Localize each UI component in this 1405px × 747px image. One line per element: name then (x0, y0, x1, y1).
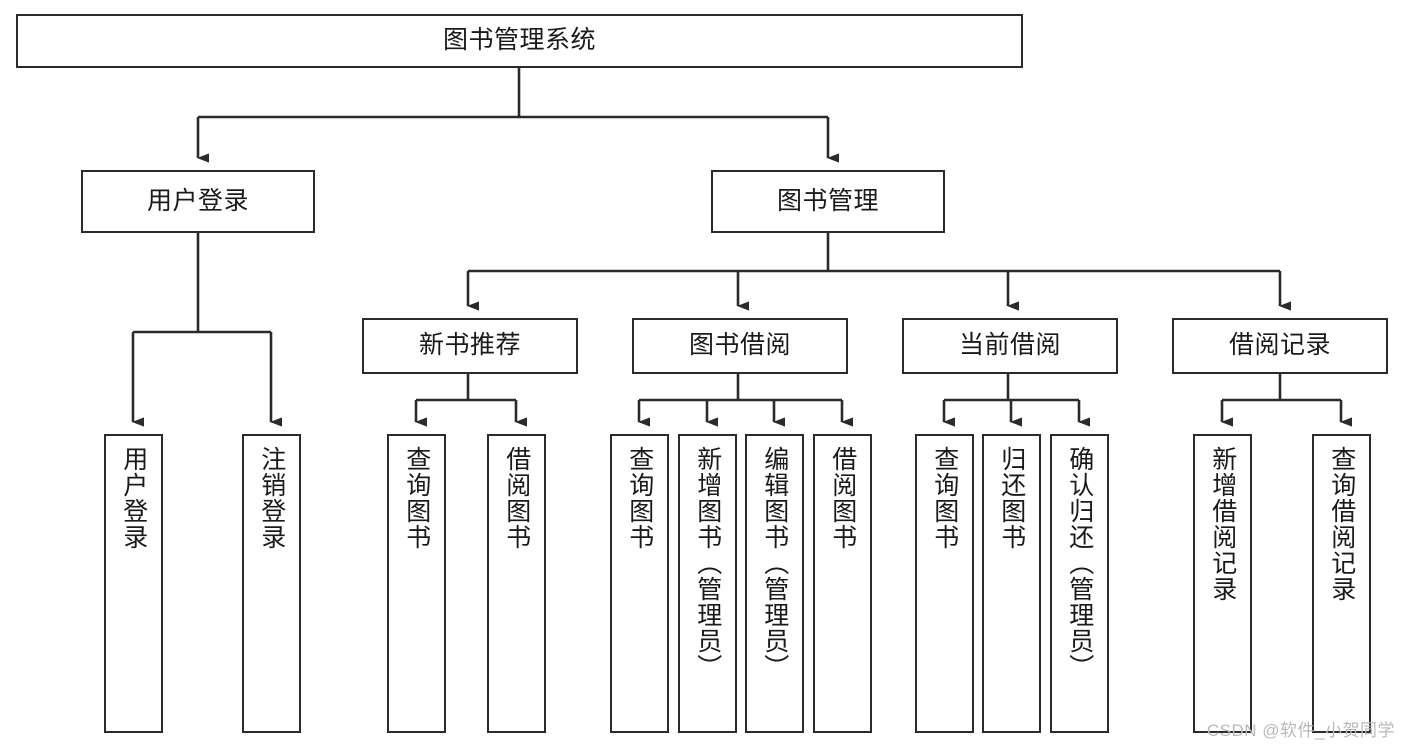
node-leaf-borrow-book-1-label: 借阅图书 (502, 446, 531, 550)
node-leaf-query-book-2-label: 查询图书 (625, 446, 654, 550)
node-leaf-add-book[interactable]: 新增图书（管理员） (678, 434, 737, 733)
node-leaf-user-login[interactable]: 用户登录 (104, 434, 163, 733)
node-root[interactable]: 图书管理系统 (16, 14, 1023, 68)
node-book-management-label: 图书管理 (776, 186, 879, 215)
node-leaf-query-book-3[interactable]: 查询图书 (915, 434, 974, 733)
node-leaf-query-record[interactable]: 查询借阅记录 (1312, 434, 1371, 733)
node-leaf-add-record-label: 新增借阅记录 (1208, 446, 1237, 602)
node-leaf-query-record-label: 查询借阅记录 (1327, 446, 1356, 602)
node-leaf-edit-book[interactable]: 编辑图书（管理员） (745, 434, 804, 733)
node-leaf-query-book-2[interactable]: 查询图书 (610, 434, 669, 733)
node-leaf-add-record[interactable]: 新增借阅记录 (1193, 434, 1252, 733)
node-leaf-query-book-1[interactable]: 查询图书 (387, 434, 446, 733)
node-leaf-logout-label: 注销登录 (257, 446, 286, 550)
node-borrow-record[interactable]: 借阅记录 (1172, 318, 1388, 374)
node-new-book-recommend[interactable]: 新书推荐 (362, 318, 578, 374)
node-book-management[interactable]: 图书管理 (711, 170, 945, 233)
node-leaf-borrow-book-2-label: 借阅图书 (828, 446, 857, 550)
node-leaf-borrow-book-1[interactable]: 借阅图书 (487, 434, 546, 733)
node-leaf-add-book-label: 新增图书（管理员） (693, 446, 722, 680)
node-root-label: 图书管理系统 (442, 26, 596, 55)
node-current-borrow[interactable]: 当前借阅 (902, 318, 1118, 374)
node-leaf-confirm-return-label: 确认归还（管理员） (1065, 446, 1094, 680)
node-book-borrow[interactable]: 图书借阅 (632, 318, 848, 374)
node-leaf-user-login-label: 用户登录 (119, 446, 148, 550)
node-current-borrow-label: 当前借阅 (958, 331, 1061, 360)
node-borrow-record-label: 借阅记录 (1228, 331, 1331, 360)
node-leaf-query-book-3-label: 查询图书 (930, 446, 959, 550)
node-leaf-logout[interactable]: 注销登录 (242, 434, 301, 733)
node-leaf-borrow-book-2[interactable]: 借阅图书 (813, 434, 872, 733)
node-leaf-return-book[interactable]: 归还图书 (982, 434, 1041, 733)
node-book-borrow-label: 图书借阅 (688, 331, 791, 360)
node-user-login-label: 用户登录 (146, 186, 249, 215)
node-leaf-edit-book-label: 编辑图书（管理员） (760, 446, 789, 680)
node-leaf-confirm-return[interactable]: 确认归还（管理员） (1050, 434, 1109, 733)
node-user-login[interactable]: 用户登录 (81, 170, 315, 233)
node-leaf-return-book-label: 归还图书 (997, 446, 1026, 550)
node-new-book-recommend-label: 新书推荐 (418, 331, 521, 360)
node-leaf-query-book-1-label: 查询图书 (402, 446, 431, 550)
